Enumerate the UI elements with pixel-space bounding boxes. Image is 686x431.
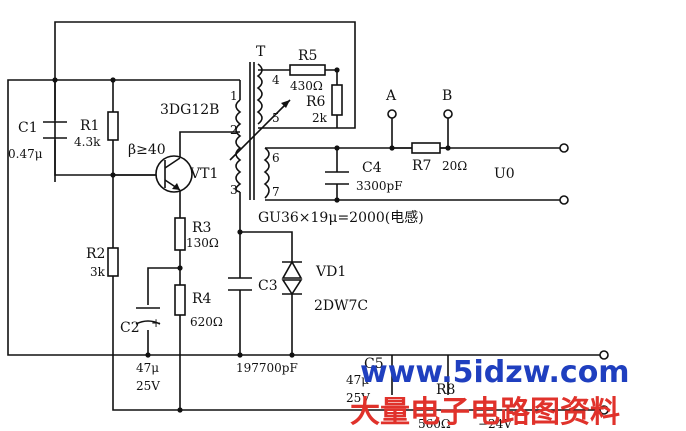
resistor-r6 <box>331 84 343 116</box>
resistor-r4 <box>174 284 186 316</box>
pin-5: 5 <box>272 111 280 125</box>
transformer-t <box>229 62 291 200</box>
c2-voltage: 25V <box>136 379 160 393</box>
r8-value: 560Ω <box>418 417 451 431</box>
capacitor-c4 <box>325 171 349 185</box>
terminal-out-bottom <box>559 195 569 205</box>
terminal-b-label: B <box>442 88 452 104</box>
c4-label: C4 <box>362 160 382 176</box>
terminal-out-top <box>559 143 569 153</box>
terminal-a-label: A <box>385 88 397 104</box>
r3-label: R3 <box>192 220 211 236</box>
capacitor-c2 <box>135 307 161 325</box>
resistor-r5 <box>289 64 326 76</box>
c4-value: 3300pF <box>356 179 403 193</box>
c1-value: 0.47μ <box>8 147 43 161</box>
pin-7: 7 <box>272 185 280 199</box>
c5-voltage: 25V <box>346 391 370 405</box>
terminal-a <box>387 109 397 119</box>
output-label: U0 <box>494 166 515 182</box>
c3-value: 197700pF <box>236 361 298 375</box>
transformer-core: GU36×19μ=2000(电感) <box>258 209 424 226</box>
resistor-r1 <box>107 111 119 141</box>
r1-label: R1 <box>80 118 99 134</box>
pin-6: 6 <box>272 151 280 165</box>
terminal-rail-1 <box>599 350 609 360</box>
r8-label: R8 <box>436 382 455 398</box>
pin-2: 2 <box>230 123 238 137</box>
pin-4: 4 <box>272 73 280 87</box>
transistor-name: VT1 <box>189 166 218 182</box>
watermark: www.5idzw.com 大量电子电路图资料 <box>350 355 630 430</box>
r3-value: 130Ω <box>186 236 219 250</box>
transistor-model: 3DG12B <box>160 102 219 118</box>
vd1-model: 2DW7C <box>314 298 368 314</box>
r6-label: R6 <box>306 94 326 110</box>
labels: C1 0.47μ R1 4.3k R2 3k 3DG12B β≥40 VT1 R… <box>8 44 515 431</box>
r5-value: 430Ω <box>290 79 323 93</box>
r7-label: R7 <box>412 158 431 174</box>
c2-value: 47μ <box>136 361 159 375</box>
terminal-b <box>443 109 453 119</box>
junction-dots <box>52 67 451 413</box>
pin-1: 1 <box>230 89 238 103</box>
zener-vd1 <box>281 260 303 296</box>
watermark-site: www.5idzw.com <box>360 355 630 390</box>
r4-label: R4 <box>192 291 212 307</box>
resistor-r3 <box>174 217 186 251</box>
r7-value: 20Ω <box>442 159 467 173</box>
c1-label: C1 <box>18 120 38 136</box>
r5-label: R5 <box>298 48 317 64</box>
r4-value: 620Ω <box>190 315 223 329</box>
watermark-cn: 大量电子电路图资料 <box>350 395 620 430</box>
terminal-rail-2 <box>599 405 609 415</box>
resistor-r7 <box>411 142 441 154</box>
transistor-vt1 <box>155 155 193 193</box>
r2-value: 3k <box>90 265 106 279</box>
transformer-label: T <box>256 44 266 60</box>
r1-value: 4.3k <box>74 135 101 149</box>
supply-label: −24V <box>478 417 512 431</box>
resistor-r2 <box>107 247 119 277</box>
c3-label: C3 <box>258 278 278 294</box>
r2-label: R2 <box>86 246 105 262</box>
c5-label: C5 <box>364 356 384 372</box>
terminals <box>387 109 609 415</box>
c5-value: 47μ <box>346 373 369 387</box>
capacitor-c3 <box>228 277 252 291</box>
vd1-label: VD1 <box>315 264 346 280</box>
c2-label: C2 <box>120 320 140 336</box>
capacitor-c1 <box>43 121 67 139</box>
r6-value: 2k <box>312 111 328 125</box>
pin-3: 3 <box>230 183 238 197</box>
transistor-beta: β≥40 <box>128 142 166 158</box>
c2-polarity: + <box>151 316 161 330</box>
